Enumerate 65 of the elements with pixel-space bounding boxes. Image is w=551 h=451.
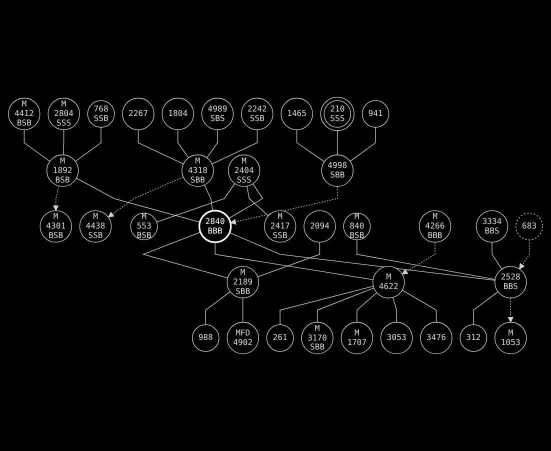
node-circle: M 1053 bbox=[494, 322, 527, 354]
node-circle: M 2404 SSS bbox=[228, 154, 260, 187]
connector bbox=[392, 297, 397, 323]
node-circle: M 2189 SBB bbox=[226, 266, 259, 298]
node-circle: M 3170 SBB bbox=[301, 322, 334, 354]
node-circle: 210 SSS bbox=[320, 96, 354, 131]
node-circle: M 1892 BSB bbox=[46, 154, 79, 187]
connector bbox=[492, 242, 502, 270]
node-circle: 683 bbox=[516, 212, 544, 240]
connector bbox=[402, 290, 437, 323]
connector bbox=[142, 232, 228, 278]
connector bbox=[296, 129, 325, 162]
connector bbox=[337, 130, 338, 156]
connector bbox=[229, 232, 496, 281]
connector bbox=[138, 129, 184, 164]
node-circle: 941 bbox=[362, 100, 390, 128]
node-circle: 2840 BBB bbox=[198, 210, 232, 244]
connector bbox=[242, 298, 244, 323]
arrow bbox=[108, 176, 184, 218]
connector bbox=[473, 291, 498, 325]
node-circle: 4998 SBB bbox=[321, 154, 354, 187]
node-circle: MFD 4902 bbox=[226, 322, 259, 354]
connector bbox=[257, 242, 320, 278]
node-circle: 1804 bbox=[162, 98, 194, 130]
node-circle: 2267 bbox=[122, 98, 154, 130]
node-circle: M 2804 SSS bbox=[48, 98, 80, 130]
node-circle: 2242 SSB bbox=[241, 98, 274, 130]
node-circle: M 4318 SBB bbox=[182, 154, 214, 187]
node-circle: 3476 bbox=[420, 322, 452, 354]
connector bbox=[24, 129, 50, 162]
node-circle: 988 bbox=[192, 324, 220, 352]
connector bbox=[280, 286, 374, 325]
connector bbox=[356, 292, 378, 323]
node-circle: 2528 BBS bbox=[494, 266, 527, 298]
connector bbox=[356, 239, 496, 280]
node-circle: M 4412 BSB bbox=[8, 98, 40, 130]
connector bbox=[214, 242, 374, 280]
connector bbox=[156, 183, 236, 222]
node-circle: M 1707 bbox=[340, 322, 374, 354]
arrow bbox=[230, 186, 338, 225]
node-circle: 2094 bbox=[304, 210, 336, 243]
connector bbox=[350, 126, 376, 162]
node-circle: M 4622 bbox=[372, 266, 405, 298]
connector bbox=[204, 184, 214, 212]
connector bbox=[316, 288, 374, 323]
connector bbox=[212, 129, 258, 164]
arrow bbox=[508, 298, 514, 322]
connector bbox=[206, 129, 218, 158]
connector bbox=[246, 186, 269, 216]
connector bbox=[62, 129, 64, 156]
connector bbox=[205, 291, 231, 325]
arrow bbox=[402, 242, 436, 274]
arrow bbox=[519, 239, 530, 270]
node-circle: 4989 SBS bbox=[201, 98, 234, 130]
node-circle: 3334 BBS bbox=[476, 210, 508, 243]
connector bbox=[75, 126, 102, 162]
connector bbox=[76, 178, 200, 223]
node-circle: 768 SSB bbox=[87, 100, 115, 128]
connector bbox=[228, 183, 264, 219]
node-circle: 1465 bbox=[280, 98, 313, 130]
node-circle: 3053 bbox=[380, 322, 413, 354]
connector bbox=[178, 129, 189, 158]
arrow bbox=[52, 186, 60, 211]
node-circle: 312 bbox=[460, 324, 488, 352]
node-circle: 261 bbox=[266, 324, 294, 352]
